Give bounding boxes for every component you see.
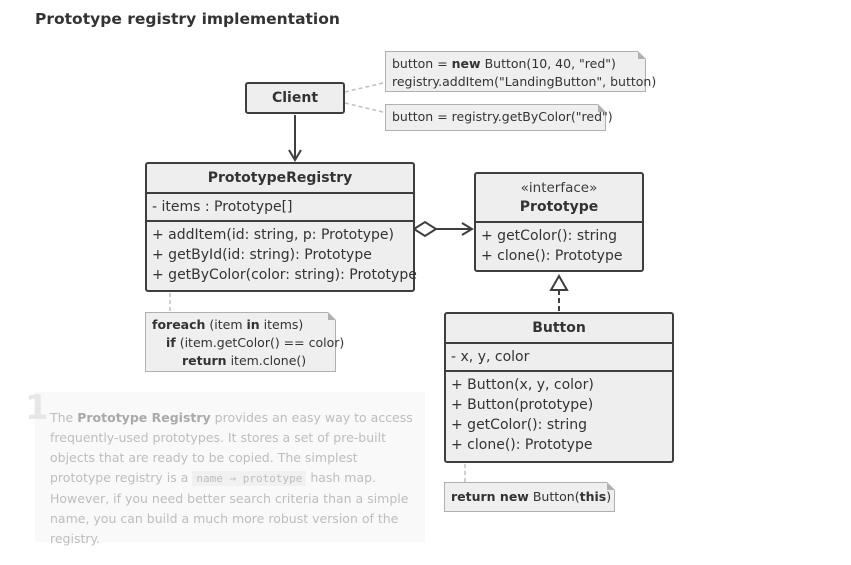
note-text: item.clone()	[226, 353, 307, 368]
button-note: return new Button(this)	[444, 482, 615, 512]
prototype-name: Prototype	[519, 199, 599, 215]
button-methods: + Button(x, y, color) + Button(prototype…	[446, 370, 672, 458]
note-fold	[638, 51, 646, 59]
note-text: Button(10, 40, "red")	[480, 56, 616, 71]
button-method: + clone(): Prototype	[451, 437, 593, 453]
button-name: Button	[532, 320, 586, 336]
note-keyword: new	[451, 56, 481, 71]
aggregation-diamond	[412, 220, 438, 238]
note-fold	[607, 482, 615, 490]
registry-method: + addItem(id: string, p: Prototype)	[152, 227, 394, 243]
note-fold	[328, 312, 336, 320]
prototype-method: + clone(): Prototype	[481, 248, 623, 264]
note-link-2	[344, 102, 388, 114]
client-class: Client	[245, 82, 345, 114]
prototype-stereotype: «interface»	[520, 180, 598, 196]
caption-number: 1	[25, 388, 49, 428]
note-keyword: foreach	[152, 317, 206, 332]
button-field: - x, y, color	[451, 349, 530, 365]
realization-triangle	[549, 273, 569, 291]
note-text: (item	[205, 317, 247, 332]
prototype-method: + getColor(): string	[481, 228, 618, 244]
note-keyword: return new	[451, 489, 529, 504]
client-note-get: button = registry.getByColor("red")	[385, 104, 613, 131]
note-text: button =	[392, 56, 452, 71]
note-text: button = registry.getByColor("red")	[392, 109, 613, 124]
button-class: Button - x, y, color + Button(x, y, colo…	[444, 312, 674, 463]
button-method: + getColor(): string	[451, 417, 588, 433]
registry-method: + getById(id: string): Prototype	[152, 247, 372, 263]
client-note-create: button = new Button(10, 40, "red") regis…	[385, 51, 657, 92]
dependency-arrow	[288, 149, 302, 162]
caption-panel: 1 The Prototype Registry provides an eas…	[25, 388, 425, 546]
note-text: registry.addItem("LandingButton", button…	[392, 74, 657, 89]
button-method: + Button(prototype)	[451, 397, 594, 413]
aggregation-arrow	[461, 222, 474, 236]
registry-note: foreach (item in items) if (item.getColo…	[145, 312, 344, 372]
note-text: items)	[259, 317, 304, 332]
diagram-title: Prototype registry implementation	[35, 10, 340, 28]
registry-method: + getByColor(color: string): Prototype	[152, 267, 417, 283]
registry-fields: - items : Prototype[]	[147, 192, 413, 220]
note-keyword: return	[182, 353, 227, 368]
registry-name: PrototypeRegistry	[207, 170, 353, 186]
note-keyword: if	[166, 335, 176, 350]
caption-code: name → prototype	[192, 471, 307, 486]
note-text: (item.getColor() == color)	[175, 335, 345, 350]
note-fold	[598, 104, 606, 112]
note-text: )	[606, 489, 612, 504]
note-link-1	[344, 81, 388, 93]
prototype-registry-class: PrototypeRegistry - items : Prototype[] …	[145, 162, 417, 292]
registry-field: - items : Prototype[]	[152, 199, 293, 215]
note-keyword: in	[246, 317, 260, 332]
prototype-interface: «interface» Prototype + getColor(): stri…	[474, 172, 644, 272]
prototype-methods: + getColor(): string + clone(): Prototyp…	[476, 221, 642, 269]
caption-text: The Prototype Registry provides an easy …	[50, 410, 413, 546]
button-fields: - x, y, color	[446, 342, 672, 370]
registry-methods: + addItem(id: string, p: Prototype) + ge…	[147, 220, 417, 288]
client-name: Client	[271, 90, 319, 106]
note-keyword: this	[579, 489, 607, 504]
button-method: + Button(x, y, color)	[451, 377, 594, 393]
note-text: Button(	[528, 489, 580, 504]
